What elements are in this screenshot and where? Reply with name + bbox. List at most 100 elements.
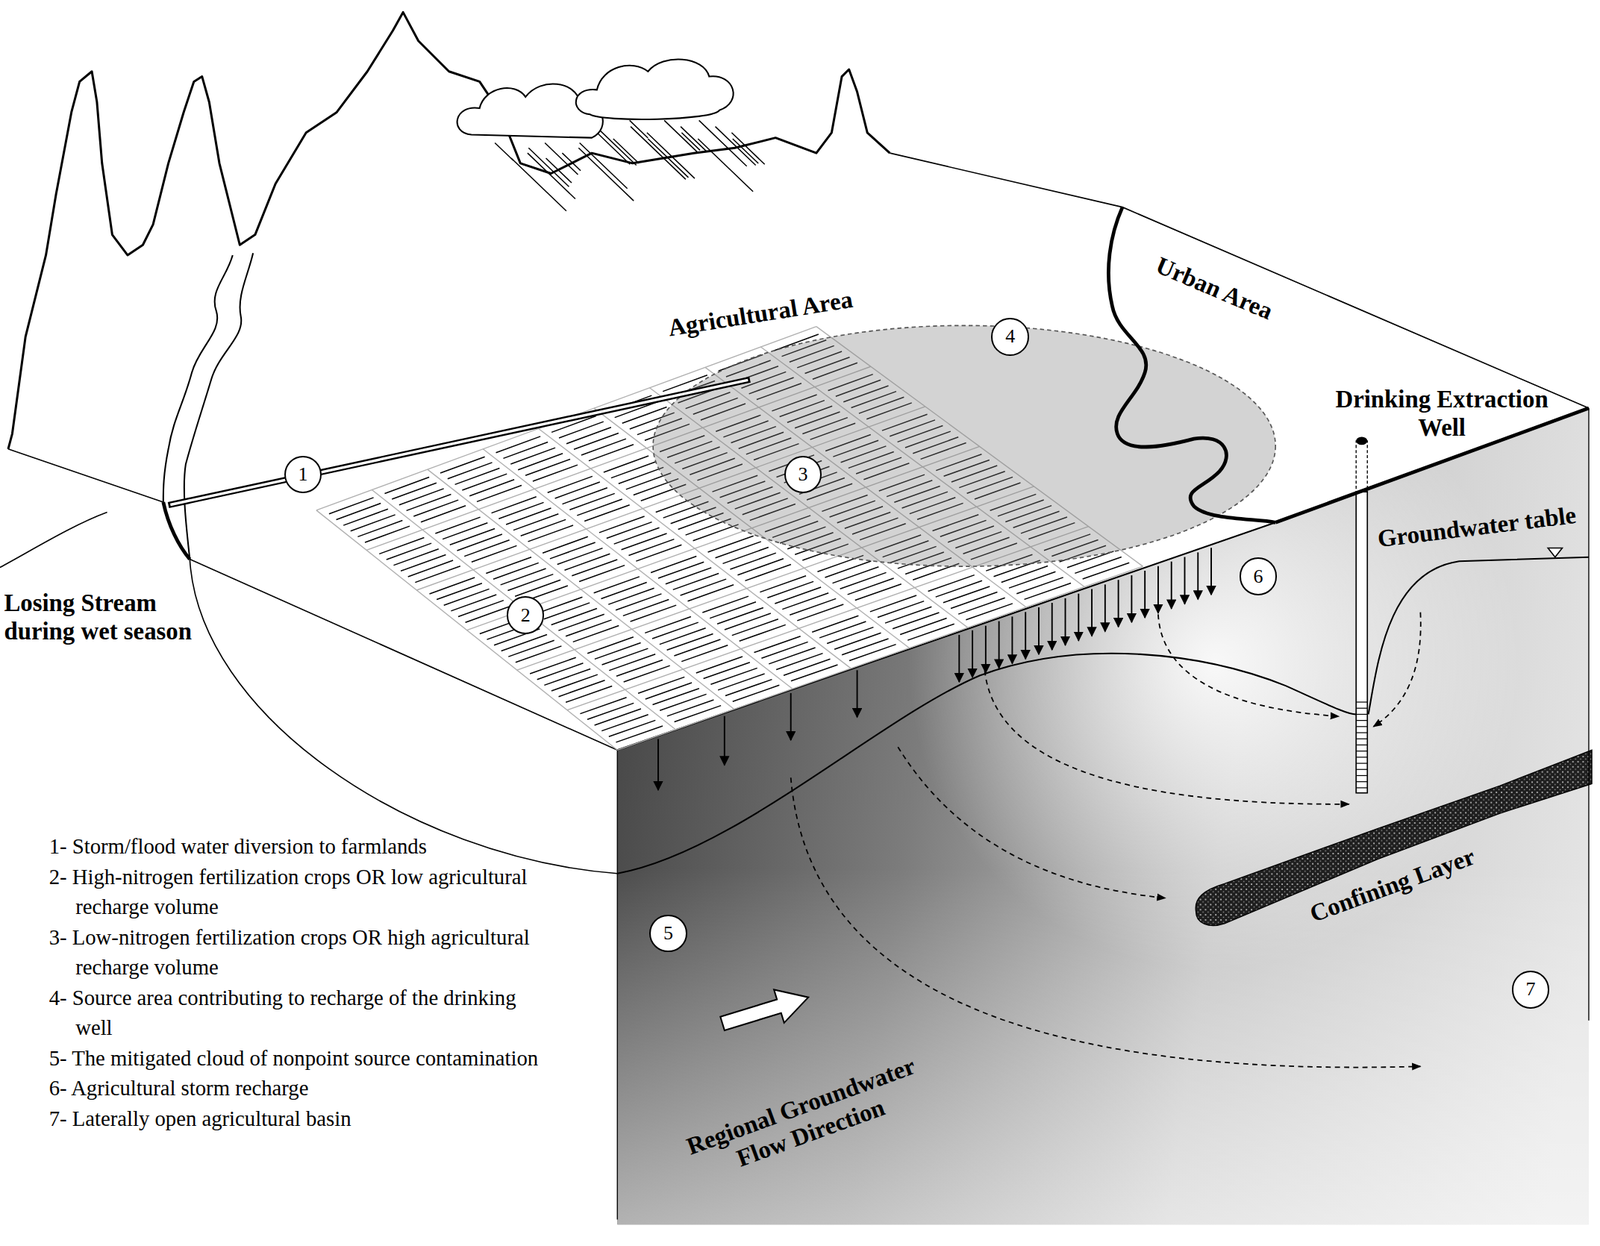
recharge-arrow xyxy=(657,738,659,790)
farm-field-grid xyxy=(635,544,682,562)
farm-field-grid xyxy=(614,527,660,545)
farm-field-grid xyxy=(811,615,859,633)
key-item: 1- Storm/flood water diversion to farmla… xyxy=(49,831,550,862)
farm-field-grid xyxy=(725,679,772,697)
key-item: 2- High-nitrogen fertilization crops OR … xyxy=(49,861,550,923)
farm-field-grid xyxy=(544,602,590,620)
extraction-well xyxy=(1355,436,1368,445)
farm-field-grid xyxy=(870,595,917,612)
rain-streak xyxy=(697,138,753,192)
farm-field-grid xyxy=(502,441,548,459)
farm-field-grid xyxy=(558,680,606,698)
farm-field-grid xyxy=(673,639,721,656)
farm-field-grid xyxy=(825,561,872,578)
farm-field-grid xyxy=(715,541,762,559)
extraction-well xyxy=(1355,732,1368,733)
callout-circle: 2 xyxy=(506,596,545,635)
farm-field-grid xyxy=(498,502,544,519)
groundwater-table xyxy=(1368,557,1589,715)
farm-field-grid xyxy=(550,542,596,559)
farm-field-grid xyxy=(558,421,604,439)
farm-field-grid xyxy=(744,564,792,581)
farm-field-grid xyxy=(571,559,618,577)
farm-field-grid xyxy=(336,503,382,521)
farm-field-grid xyxy=(958,597,1005,615)
rain-streak xyxy=(511,158,567,212)
flow-direction-arrow xyxy=(717,980,814,1041)
farm-field-grid xyxy=(826,627,874,645)
recharge-arrow xyxy=(856,670,859,718)
diversion-pipe xyxy=(168,379,750,506)
recharge-arrow xyxy=(1091,589,1093,637)
farm-field-grid xyxy=(708,535,754,553)
farm-field-grid xyxy=(594,642,642,659)
flow-path xyxy=(984,670,1349,805)
farm-field-grid xyxy=(819,621,866,639)
farm-field-grid xyxy=(900,618,947,636)
farm-field-grid xyxy=(566,427,612,445)
farm-field-grid xyxy=(603,455,649,473)
farm-field-grid xyxy=(935,580,983,598)
farm-field-grid xyxy=(680,579,727,596)
farm-field-grid xyxy=(892,612,939,630)
losing-stream xyxy=(163,502,191,560)
farm-field-grid xyxy=(537,663,584,680)
farm-field-grid xyxy=(579,565,625,583)
callout-circle: 5 xyxy=(649,914,688,953)
farm-field-grid xyxy=(615,594,662,611)
farm-field-grid xyxy=(710,667,757,685)
farm-field-grid xyxy=(774,587,821,604)
farm-field-grid xyxy=(458,600,504,618)
losing-stream xyxy=(163,252,253,559)
farm-field-grid xyxy=(501,635,548,652)
farm-field-grid xyxy=(849,644,897,662)
farm-field-grid xyxy=(616,659,663,677)
farm-field-grid xyxy=(618,467,664,484)
block-outline xyxy=(1588,408,1589,1021)
farm-field-grid xyxy=(429,577,476,595)
source-area xyxy=(652,325,1276,567)
farm-field-grid xyxy=(547,476,593,493)
farm-field-grid xyxy=(767,581,814,598)
farm-field-grid xyxy=(588,444,634,462)
rain-streak xyxy=(647,132,695,179)
flow-direction-arrow xyxy=(717,980,814,1041)
farm-field-grid xyxy=(722,547,768,564)
rain-streak xyxy=(578,147,634,201)
farm-field-grid xyxy=(357,520,403,538)
groundwater-table xyxy=(1547,547,1562,557)
rain-streak xyxy=(629,120,649,139)
farm-field-grid xyxy=(520,519,566,536)
recharge-arrow xyxy=(790,693,792,741)
recharge-arrow xyxy=(971,630,974,678)
farm-field-grid xyxy=(513,514,559,531)
storm-cloud xyxy=(457,58,734,138)
farm-field-grid xyxy=(739,624,786,642)
extraction-well xyxy=(1355,756,1368,758)
farm-field-grid xyxy=(594,708,642,726)
farm-field-grid xyxy=(532,464,578,482)
farm-field-grid xyxy=(759,576,806,593)
key-list: 1- Storm/flood water diversion to farmla… xyxy=(49,831,550,1134)
farm-field-grid xyxy=(510,447,556,465)
farm-field-grid xyxy=(1024,583,1072,600)
diversion-pipe xyxy=(168,379,750,506)
recharge-arrow xyxy=(1170,561,1173,609)
farm-field-grid xyxy=(732,685,780,702)
rain-streak xyxy=(680,126,706,152)
callout-circle: 4 xyxy=(991,317,1030,356)
key-item: 7- Laterally open agricultural basin xyxy=(49,1103,550,1134)
farm-field-grid xyxy=(435,517,480,534)
groundwater-table xyxy=(617,653,1356,874)
farm-field-grid xyxy=(840,572,887,589)
farm-field-grid xyxy=(400,554,446,571)
extraction-well xyxy=(1355,702,1368,789)
farm-field-grid xyxy=(645,682,692,700)
farm-field-grid xyxy=(565,685,612,703)
farm-field-grid xyxy=(1001,566,1048,583)
recharge-arrow xyxy=(1024,611,1027,659)
recharge-arrow xyxy=(985,626,987,674)
rain-streak xyxy=(596,126,637,166)
extraction-well xyxy=(1355,787,1368,789)
farm-field-grid xyxy=(573,626,620,643)
